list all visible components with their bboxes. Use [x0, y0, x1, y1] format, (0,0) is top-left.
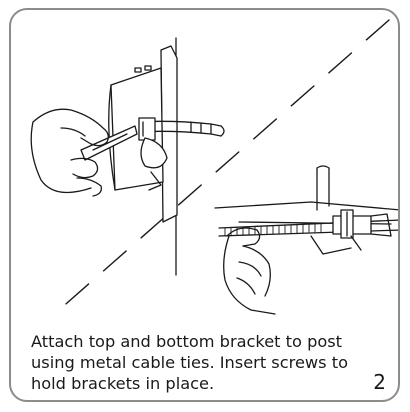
step-number: 2	[373, 370, 386, 394]
mounting-illustration	[30, 19, 398, 315]
bottom-bracket-scene	[214, 165, 398, 315]
instruction-panel: Attach top and bottom bracket to post us…	[9, 8, 400, 402]
instruction-caption: Attach top and bottom bracket to post us…	[31, 332, 348, 393]
top-bracket-scene	[30, 37, 225, 276]
dashed-divider	[58, 19, 390, 311]
